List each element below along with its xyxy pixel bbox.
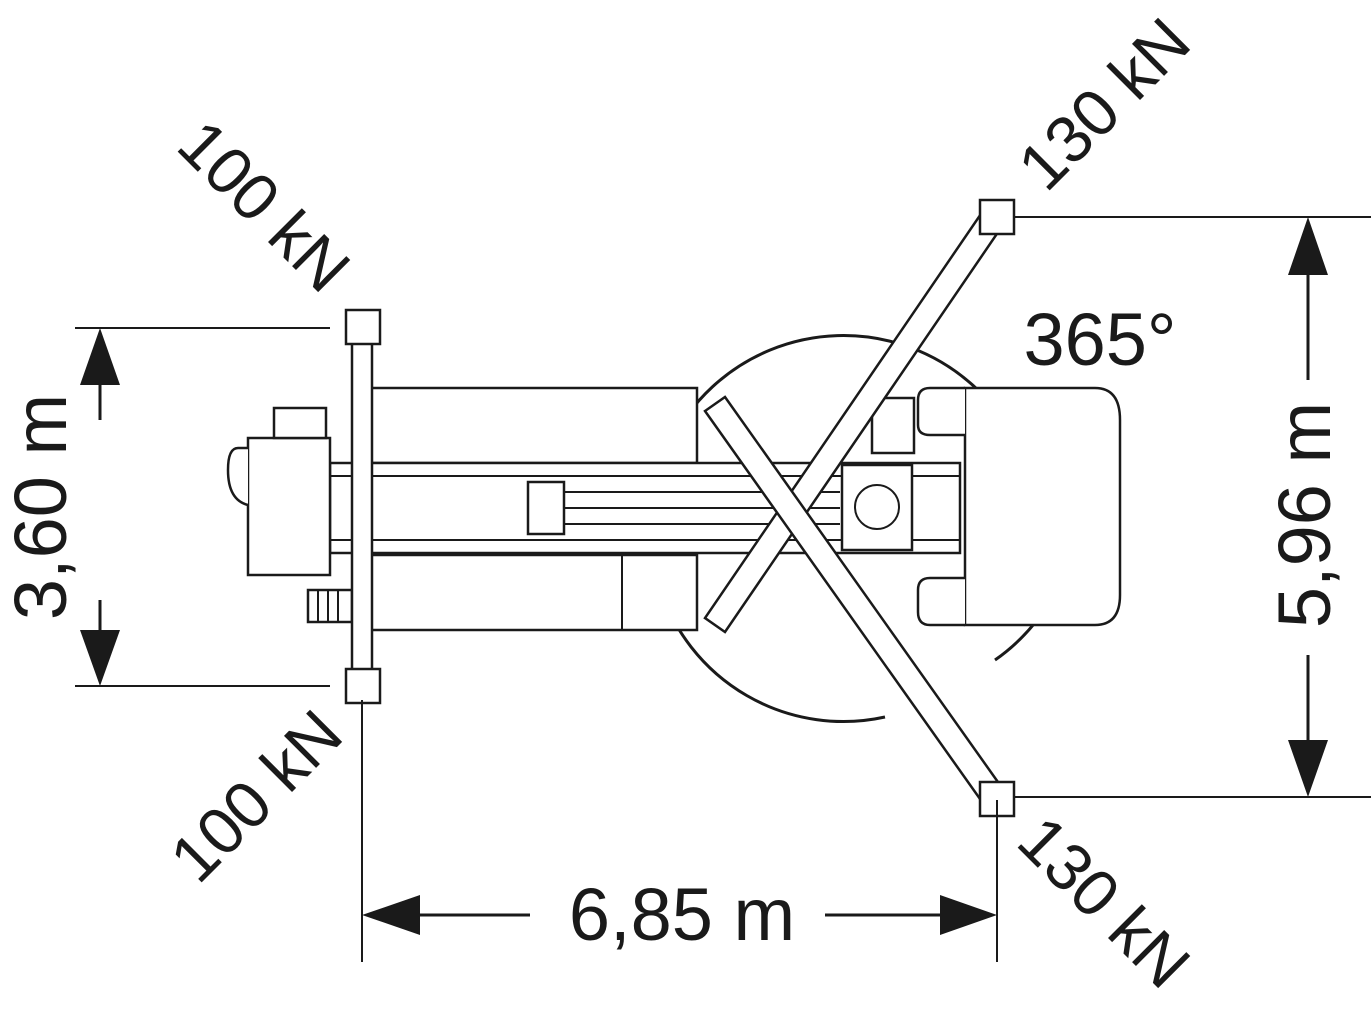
dimension-bottom: 6,85 m <box>361 700 998 962</box>
outrigger-pad-front-left <box>344 308 382 346</box>
load-label-rear-left: 100 kN <box>156 696 356 896</box>
load-label-rear-right: 130 kN <box>1004 802 1204 1002</box>
load-label-front-left: 100 kN <box>164 106 364 306</box>
dimension-right: 5,96 m <box>1015 216 1371 798</box>
dimension-label-5-96: 5,96 m <box>1263 402 1346 628</box>
dimension-label-3-60: 3,60 m <box>0 394 82 620</box>
dimension-label-6-85: 6,85 m <box>569 873 795 956</box>
load-label-front-right: 130 kN <box>1004 4 1204 204</box>
outriggers <box>344 198 1016 818</box>
slewing-angle-label: 365° <box>1023 298 1176 381</box>
crane-body <box>226 386 1122 632</box>
outrigger-pad-front-right <box>978 198 1016 236</box>
dimension-left: 3,60 m <box>0 327 330 687</box>
outrigger-pad-rear-left <box>344 667 382 705</box>
